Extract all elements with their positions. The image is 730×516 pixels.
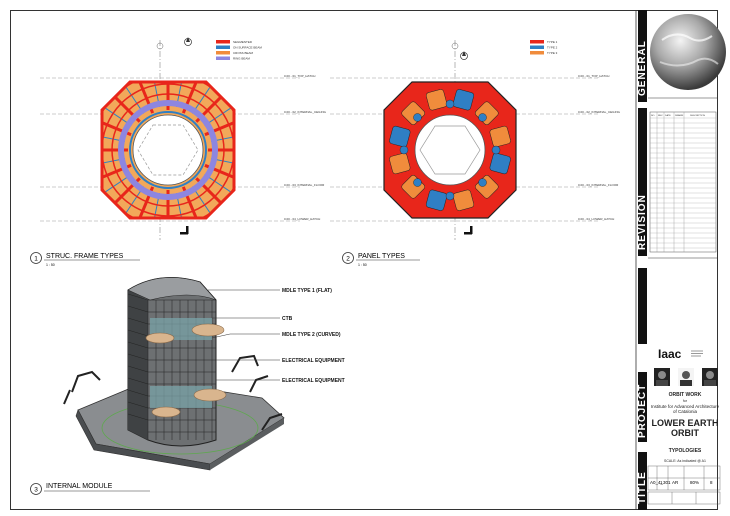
svg-text:Iaac: Iaac [658,347,682,361]
panel-types-plan: 0.00 - 01_TOP_HATCH 0.00 - 02_INTERNAL_C… [330,40,621,267]
frame-legend: SEGMENTED ON SURFACE BEAM CROSS BEAM RIN… [216,40,262,61]
internal-module-axon: MDLE TYPE 1 (FLAT) CTB MDLE TYPE 2 (CURV… [30,277,345,495]
drawing-sheet [10,10,718,510]
level-label: 0.00 - 04_LOWER_HATCH [284,217,320,221]
legend-label: SEGMENTED [233,40,253,44]
team-portraits [654,368,718,386]
callout-label: MDLE TYPE 1 (FLAT) [282,288,332,294]
legend-label: TYPE 1 [547,40,558,44]
sheet-no: 8 [710,480,713,485]
legend-label: TYPE 2 [547,46,558,50]
band-blank [638,268,647,344]
grid-bubble-icon [451,42,459,50]
level-label: 0.00 - 01_TOP_HATCH [578,74,609,78]
project-name: LOWER EARTH ORBIT [651,418,719,438]
robot-arm-icon [63,354,283,431]
status: 80% [690,480,699,485]
scale-note: SCALE: As indicated @ A1 [664,459,706,463]
level-label: 0.00 - 01_TOP_HATCH [284,74,315,78]
level-label: 0.00 - 02_INTERNAL_CEILING [284,110,327,114]
view-title-panel: 2 PANEL TYPES 1 : 50 [342,252,420,267]
revision-header: DRAWN [675,114,684,117]
level-label: 0.00 - 03_INTERNAL_FLOOR [578,183,619,187]
band-title: TITLE [637,452,648,510]
view-scale: 1 : 50 [46,263,55,267]
view-title: PANEL TYPES [358,253,405,260]
frame-types-plan: 0.00 - 01_TOP_HATCH 0.00 - 02_INTERNAL_C… [30,37,327,267]
revision-header: REV. [658,115,663,117]
level-label: 0.00 - 02_INTERNAL_CEILING [578,110,621,114]
north-arrow-icon [460,51,468,60]
client-name: Institute for Advanced Architecture of C… [650,404,720,414]
view-number: 1 [34,256,38,263]
view-scale: 1 : 50 [358,263,367,267]
revision-header: DATE [665,114,671,117]
sheet-info-table [647,465,721,491]
band-project: PROJECT [637,372,648,442]
band-revision: REVISION [637,108,648,256]
view-number: 2 [346,256,350,263]
iaac-logo: Iaac [658,347,704,361]
for-label: for [682,399,688,403]
revision-header: NO. [651,115,655,117]
sheet-number: A0_4_301 [650,480,671,485]
level-label: 0.00 - 03_INTERNAL_FLOOR [284,183,325,187]
legend-label: TYPE 3 [547,51,558,55]
callout-label: ELECTRICAL EQUIPMENT [282,358,345,364]
view-number: 3 [34,487,38,494]
level-label: 0.00 - 04_LOWER_HATCH [578,217,614,221]
panel-legend: TYPE 1 TYPE 2 TYPE 3 [530,40,558,55]
legend-label: RING BEAM [233,57,250,61]
north-arrow-icon [184,37,192,46]
callout-label: MDLE TYPE 2 (CURVED) [282,332,341,338]
view-title-frame: 1 STRUC. FRAME TYPES 1 : 50 [30,252,140,267]
discipline: AR [672,480,679,485]
legend-label: ON SURFACE BEAM [233,46,262,50]
view-title: STRUC. FRAME TYPES [46,253,124,260]
callout-label: ELECTRICAL EQUIPMENT [282,378,345,384]
legend-label: CROSS BEAM [233,51,254,55]
callout-label: CTB [282,316,293,322]
grid-bubble-icon [156,42,164,50]
view-title: INTERNAL MODULE [46,483,113,490]
company-name: ORBIT WORK [668,392,702,398]
band-general: GENERAL [637,10,648,102]
sheet-name: TYPOLOGIES [668,448,702,454]
revision-header: DESCRIPTION [690,115,705,117]
earth-globe-image [650,14,726,90]
revision-table: NO. REV. DATE DRAWN DESCRIPTION [649,111,717,253]
view-title-module: 3 INTERNAL MODULE [30,483,150,495]
rev-number: 1 [660,480,663,485]
